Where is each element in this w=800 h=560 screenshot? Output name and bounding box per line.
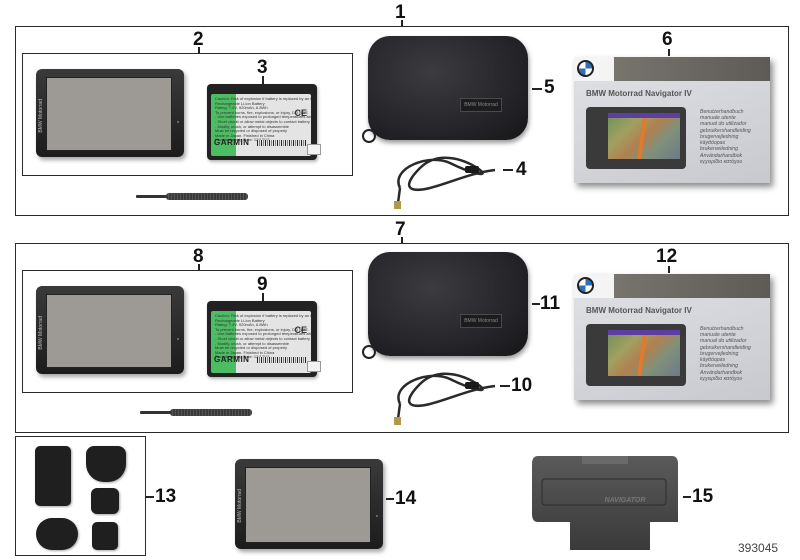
callout-4-leader — [503, 169, 513, 171]
battery-label-text: Caution: Risk of explosion if battery is… — [215, 96, 311, 143]
screwdriver-handle — [166, 193, 248, 200]
gps-nav-bar — [608, 330, 680, 335]
group-box-2 — [22, 53, 353, 176]
navigator-device: BMW Motorrad — [36, 69, 184, 157]
bmw-logo — [577, 277, 594, 294]
callout-12: 12 — [656, 246, 678, 267]
case-zipper-ring — [362, 129, 376, 143]
plug-eu — [91, 488, 119, 514]
bmw-logo — [577, 60, 594, 77]
callout-14-leader — [386, 498, 394, 500]
screwdriver-shaft — [140, 411, 174, 414]
manual-title: BMW Motorrad Navigator IV — [586, 89, 692, 98]
battery-connector — [307, 361, 321, 372]
navigator-screen — [245, 467, 371, 543]
case-zipper-ring — [362, 345, 376, 359]
manual-12: BMW Motorrad Navigator IV Benutzerhandbu… — [574, 274, 770, 400]
navigator-device-14: BMW Motorrad — [235, 459, 383, 549]
battery-9: Caution: Risk of explosion if battery is… — [207, 301, 321, 377]
plug-au — [36, 518, 78, 550]
group-box-7 — [15, 243, 789, 433]
callout-9: 9 — [257, 274, 268, 295]
battery-label: Caution: Risk of explosion if battery is… — [211, 94, 311, 156]
manual-gps-image — [586, 107, 686, 169]
callout-13: 13 — [155, 486, 177, 507]
callout-11-leader — [532, 303, 540, 305]
manual-languages: Benutzerhandbuch manuale utente manual d… — [700, 326, 751, 382]
callout-5-leader — [532, 88, 542, 90]
ce-mark: CE — [294, 108, 307, 118]
callout-5: 5 — [544, 77, 555, 98]
garmin-logo: GARMIN — [214, 138, 250, 147]
cover-15: NAVIGATOR — [532, 456, 678, 550]
case-tag: BMW Motorrad — [460, 314, 502, 328]
callout-15-leader — [683, 496, 691, 498]
group-box-8 — [22, 270, 353, 393]
screwdriver — [136, 192, 251, 202]
callout-10: 10 — [511, 375, 533, 396]
group-box-13 — [15, 436, 146, 556]
navigator-sensor — [177, 121, 179, 123]
manual-gps-image — [586, 324, 686, 386]
callout-2-leader — [198, 47, 200, 53]
manual-languages: Benutzerhandbuch manuale utente manual d… — [700, 109, 751, 165]
callout-1-leader — [401, 20, 403, 27]
battery-barcode — [257, 357, 307, 363]
carrying-case-11: BMW Motorrad — [368, 252, 528, 356]
callout-8-leader — [198, 264, 200, 270]
callout-6-leader — [668, 49, 670, 56]
callout-15: 15 — [692, 486, 714, 507]
case-tag: BMW Motorrad — [460, 98, 502, 112]
navigator-sensor — [376, 515, 378, 517]
battery-3: Caution: Risk of explosion if battery is… — [207, 84, 321, 160]
callout-3-leader — [262, 76, 264, 84]
callout-14: 14 — [395, 488, 417, 509]
battery-connector — [307, 144, 321, 155]
callout-10-leader — [500, 385, 510, 387]
navigator-brand-text: BMW Motorrad — [237, 489, 243, 523]
callout-7: 7 — [395, 219, 406, 240]
image-code: 393045 — [738, 541, 779, 555]
callout-11: 11 — [540, 293, 561, 314]
group-box-1 — [15, 26, 789, 216]
usb-cable-4 — [394, 156, 496, 209]
callout-9-leader — [262, 293, 264, 301]
callout-1: 1 — [395, 2, 406, 23]
callout-13-leader — [146, 496, 154, 498]
callout-2: 2 — [193, 29, 204, 50]
gps-nav-bar — [608, 113, 680, 118]
navigator-screen — [46, 77, 172, 151]
screwdriver-shaft — [136, 195, 170, 198]
battery-label-text: Caution: Risk of explosion if battery is… — [215, 313, 311, 360]
callout-12-leader — [668, 266, 670, 273]
screwdriver — [140, 408, 255, 418]
carrying-case-5: BMW Motorrad — [368, 36, 528, 140]
power-adapter-body — [35, 446, 71, 506]
manual-6: BMW Motorrad Navigator IV Benutzerhandbu… — [574, 57, 770, 183]
usb-cable-10 — [394, 372, 496, 425]
plug-uk — [86, 446, 126, 482]
cover-emboss-text: NAVIGATOR — [605, 497, 646, 504]
garmin-logo: GARMIN — [214, 355, 250, 364]
battery-label: Caution: Risk of explosion if battery is… — [211, 311, 311, 373]
callout-3: 3 — [257, 57, 268, 78]
callout-4: 4 — [516, 159, 527, 180]
ce-mark: CE — [294, 325, 307, 335]
battery-barcode — [257, 140, 307, 146]
navigator-brand-text: BMW Motorrad — [38, 99, 44, 133]
navigator-sensor — [177, 338, 179, 340]
callout-7-leader — [401, 237, 403, 244]
navigator-screen — [46, 294, 172, 368]
navigator-brand-text: BMW Motorrad — [38, 316, 44, 350]
screwdriver-handle — [170, 409, 252, 416]
navigator-device: BMW Motorrad — [36, 286, 184, 374]
callout-8: 8 — [193, 246, 204, 267]
callout-6: 6 — [662, 29, 673, 50]
plug-us — [92, 522, 118, 550]
manual-title: BMW Motorrad Navigator IV — [586, 306, 692, 315]
